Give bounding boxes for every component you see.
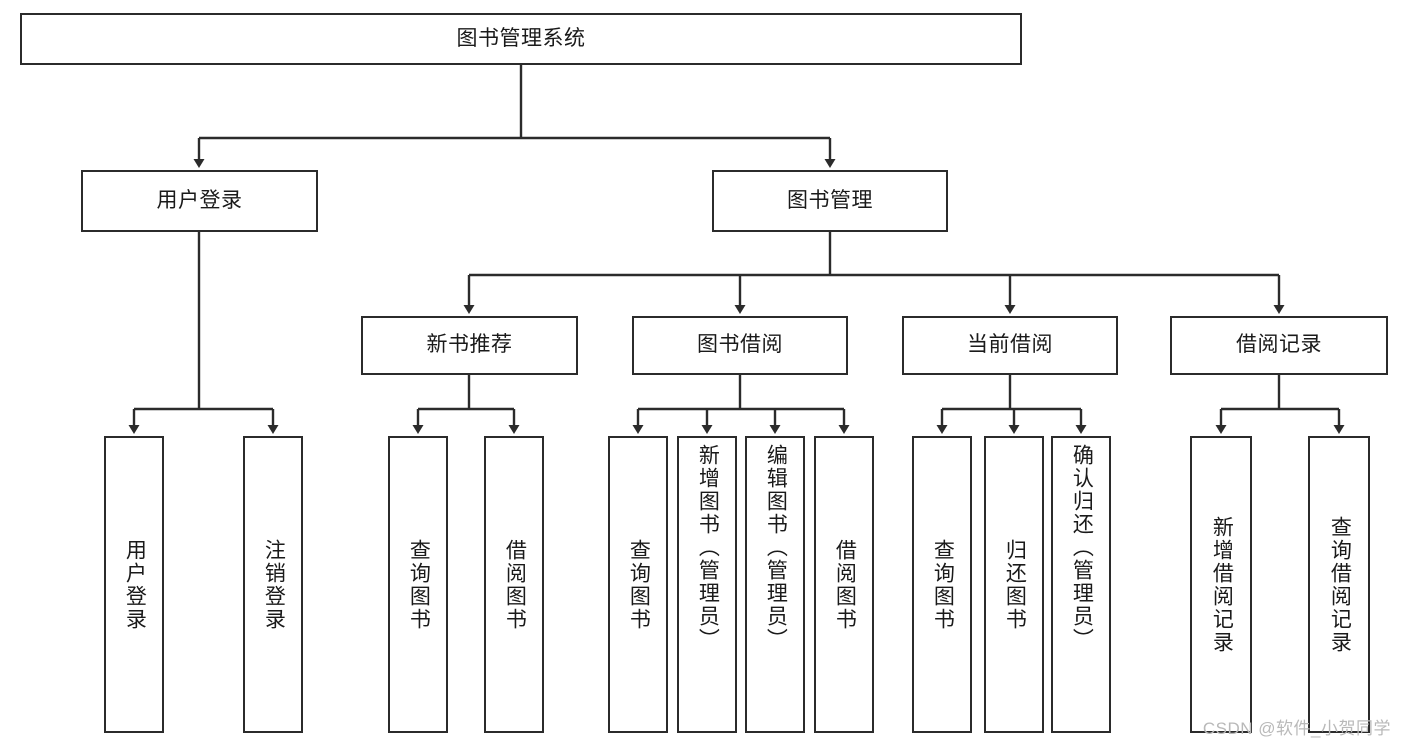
node-leaf-edit-book-admin[interactable]: 编辑图书（管理员） — [745, 436, 805, 733]
node-label: 借阅图书 — [833, 538, 857, 631]
node-label: 新书推荐 — [426, 333, 513, 357]
node-level3-book-borrow[interactable]: 图书借阅 — [632, 316, 848, 375]
node-level2-user-login[interactable]: 用户登录 — [81, 170, 318, 232]
node-label: 借阅记录 — [1236, 333, 1322, 357]
node-leaf-query-books-borrow[interactable]: 查询图书 — [608, 436, 668, 733]
node-label: 查询借阅记录 — [1328, 515, 1352, 654]
node-leaf-add-borrow-record[interactable]: 新增借阅记录 — [1190, 436, 1252, 733]
node-leaf-query-borrow-record[interactable]: 查询借阅记录 — [1308, 436, 1370, 733]
node-level3-borrow-records[interactable]: 借阅记录 — [1170, 316, 1388, 375]
node-label: 编辑图书（管理员） — [764, 444, 788, 651]
node-label: 查询图书 — [931, 538, 955, 631]
node-label: 查询图书 — [627, 538, 651, 631]
node-leaf-query-books-recommend[interactable]: 查询图书 — [388, 436, 448, 733]
node-label: 借阅图书 — [503, 538, 527, 631]
node-leaf-add-book-admin[interactable]: 新增图书（管理员） — [677, 436, 737, 733]
node-leaf-user-login[interactable]: 用户登录 — [104, 436, 164, 733]
node-label: 当前借阅 — [967, 333, 1053, 357]
node-label: 图书管理 — [787, 188, 873, 212]
node-label: 确认归还（管理员） — [1070, 444, 1094, 651]
node-label: 图书管理系统 — [456, 26, 586, 50]
node-label: 新增图书（管理员） — [696, 444, 720, 651]
node-label: 归还图书 — [1003, 538, 1027, 631]
node-label: 查询图书 — [407, 538, 431, 631]
node-level3-new-book-recommend[interactable]: 新书推荐 — [361, 316, 578, 375]
csdn-watermark: CSDN @软件_小贺同学 — [1202, 719, 1391, 738]
node-label: 用户登录 — [156, 188, 243, 212]
node-leaf-logout[interactable]: 注销登录 — [243, 436, 303, 733]
node-leaf-borrow-books-recommend[interactable]: 借阅图书 — [484, 436, 544, 733]
node-label: 图书借阅 — [697, 333, 783, 357]
node-label: 用户登录 — [123, 538, 147, 631]
node-label: 注销登录 — [262, 538, 286, 631]
node-leaf-query-books-current[interactable]: 查询图书 — [912, 436, 972, 733]
node-leaf-borrow-book[interactable]: 借阅图书 — [814, 436, 874, 733]
node-label: 新增借阅记录 — [1210, 515, 1234, 654]
node-level2-book-management[interactable]: 图书管理 — [712, 170, 948, 232]
node-root[interactable]: 图书管理系统 — [20, 13, 1022, 65]
node-leaf-return-book[interactable]: 归还图书 — [984, 436, 1044, 733]
node-leaf-confirm-return-admin[interactable]: 确认归还（管理员） — [1051, 436, 1111, 733]
node-level3-current-borrow[interactable]: 当前借阅 — [902, 316, 1118, 375]
